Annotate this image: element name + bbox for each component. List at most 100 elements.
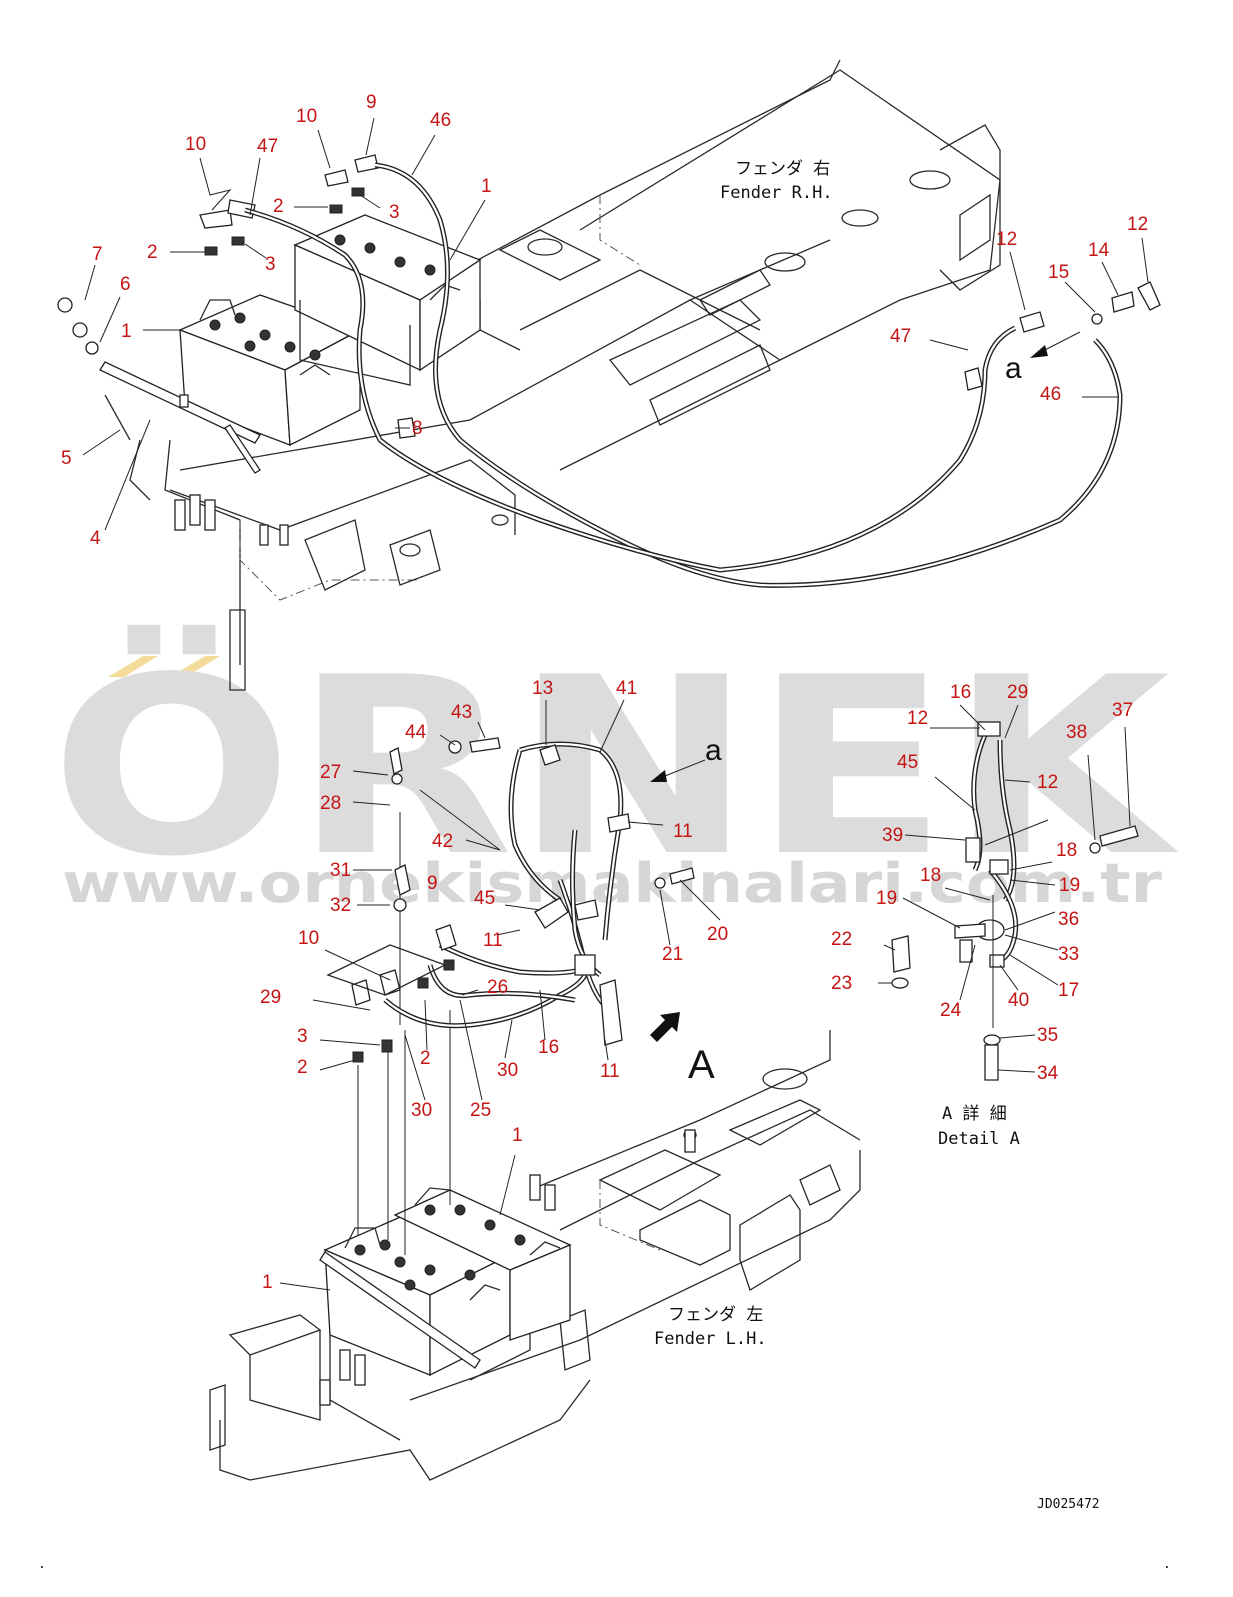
callout: 32 bbox=[330, 895, 351, 916]
callout: 13 bbox=[532, 678, 553, 699]
callout: 16 bbox=[950, 682, 971, 703]
fender-lh-en: Fender L.H. bbox=[654, 1329, 767, 1349]
callout: 40 bbox=[1008, 990, 1029, 1011]
chassis-rh bbox=[129, 59, 1001, 691]
corner-dot-right: . bbox=[1163, 1557, 1171, 1572]
callout: 3 bbox=[389, 202, 400, 223]
drawing-code: JD025472 bbox=[1037, 1497, 1100, 1512]
detail-a-jp: A 詳 細 bbox=[942, 1104, 1007, 1124]
detail-a-label: A 詳 細 Detail A bbox=[938, 1104, 1020, 1149]
callout: 46 bbox=[1040, 384, 1061, 405]
callout: 2 bbox=[273, 196, 284, 217]
callout: 35 bbox=[1037, 1025, 1058, 1046]
chassis-posts bbox=[174, 494, 289, 546]
callout: 12 bbox=[1037, 772, 1058, 793]
callout: 34 bbox=[1037, 1063, 1059, 1084]
chassis-lh bbox=[209, 1030, 861, 1481]
ref-a-arrowhead-bottom bbox=[650, 770, 667, 782]
callout: 45 bbox=[897, 752, 918, 773]
callout: 24 bbox=[940, 1000, 962, 1021]
callout: 2 bbox=[420, 1048, 431, 1069]
callout: 17 bbox=[1058, 980, 1079, 1001]
callout: 12 bbox=[996, 229, 1017, 250]
callout: 27 bbox=[320, 762, 341, 783]
callout: 10 bbox=[185, 134, 206, 155]
callout: 31 bbox=[330, 860, 351, 881]
ref-a-letter-bottom: a bbox=[705, 734, 722, 767]
callout: 41 bbox=[616, 678, 637, 699]
callout: 12 bbox=[907, 708, 928, 729]
callout: 20 bbox=[707, 924, 728, 945]
watermark-accent-mark-left bbox=[108, 656, 158, 677]
callout: 30 bbox=[411, 1100, 432, 1121]
callout: 3 bbox=[265, 254, 276, 275]
callout: 29 bbox=[260, 987, 281, 1008]
callout: 18 bbox=[920, 865, 941, 886]
battery-top-left bbox=[178, 294, 362, 447]
detail-a bbox=[891, 721, 1139, 1081]
fender-rh-label: フェンダ 右 Fender R.H. bbox=[720, 159, 833, 203]
callout: 9 bbox=[427, 873, 438, 894]
fender-rh-jp: フェンダ 右 bbox=[735, 159, 830, 179]
callout: 2 bbox=[147, 242, 158, 263]
cables-bottom bbox=[351, 737, 695, 1063]
callout: 8 bbox=[412, 418, 423, 439]
callout: 29 bbox=[1007, 682, 1028, 703]
callout: 22 bbox=[831, 929, 852, 950]
detail-a-en: Detail A bbox=[938, 1129, 1020, 1149]
callout: 1 bbox=[121, 321, 132, 342]
fender-lh-jp: フェンダ 左 bbox=[668, 1305, 763, 1325]
ref-a-letter-top: a bbox=[1005, 352, 1022, 385]
top-small-parts bbox=[57, 154, 1161, 355]
cover-plate bbox=[326, 944, 447, 996]
callout: 1 bbox=[512, 1125, 523, 1146]
view-a-arrow bbox=[650, 1012, 680, 1042]
callout: 30 bbox=[497, 1060, 518, 1081]
callout: 7 bbox=[92, 244, 103, 265]
battery-bottom-bar bbox=[319, 1251, 481, 1369]
callout: 10 bbox=[298, 928, 319, 949]
callout: 9 bbox=[366, 92, 377, 113]
callout: 19 bbox=[1059, 875, 1080, 896]
callout: 38 bbox=[1066, 722, 1087, 743]
callout: 47 bbox=[257, 136, 278, 157]
callout: 23 bbox=[831, 973, 852, 994]
callout: 6 bbox=[120, 274, 131, 295]
callout: 11 bbox=[483, 930, 503, 951]
callout: 25 bbox=[470, 1100, 491, 1121]
battery-bottom-rear bbox=[393, 1187, 572, 1341]
callout: 37 bbox=[1112, 700, 1133, 721]
callout-leaders bbox=[82, 117, 1149, 1291]
callout: 3 bbox=[297, 1026, 308, 1047]
callout: 10 bbox=[296, 106, 317, 127]
callout: 16 bbox=[538, 1037, 559, 1058]
callout: 1 bbox=[481, 176, 492, 197]
callout: 5 bbox=[61, 448, 72, 469]
callout: 43 bbox=[451, 702, 472, 723]
callout: 42 bbox=[432, 831, 453, 852]
battery-top-right bbox=[293, 214, 482, 386]
callout: 45 bbox=[474, 888, 495, 909]
callout: 21 bbox=[662, 944, 683, 965]
callout: 11 bbox=[600, 1061, 620, 1082]
battery-holder-bar bbox=[99, 361, 261, 474]
callout: 1 bbox=[262, 1272, 273, 1293]
callout: 36 bbox=[1058, 909, 1079, 930]
corner-dot-left: . bbox=[38, 1557, 46, 1572]
callout: 44 bbox=[405, 722, 427, 743]
ref-a-arrowhead-top bbox=[1030, 345, 1048, 358]
fender-lh-label: フェンダ 左 Fender L.H. bbox=[654, 1305, 767, 1349]
callout: 2 bbox=[297, 1057, 308, 1078]
callout: 14 bbox=[1088, 240, 1110, 261]
callout: 4 bbox=[90, 528, 101, 549]
callout: 39 bbox=[882, 825, 903, 846]
view-a-letter: A bbox=[688, 1043, 715, 1087]
callout: 33 bbox=[1058, 944, 1079, 965]
callout: 11 bbox=[673, 821, 693, 842]
callouts: 10 47 10 9 46 2 3 2 3 1 7 6 1 5 4 8 12 1… bbox=[61, 92, 1148, 1293]
callout: 15 bbox=[1048, 262, 1069, 283]
fender-rh-en: Fender R.H. bbox=[720, 183, 833, 203]
callout: 47 bbox=[890, 326, 911, 347]
callout: 19 bbox=[876, 888, 897, 909]
